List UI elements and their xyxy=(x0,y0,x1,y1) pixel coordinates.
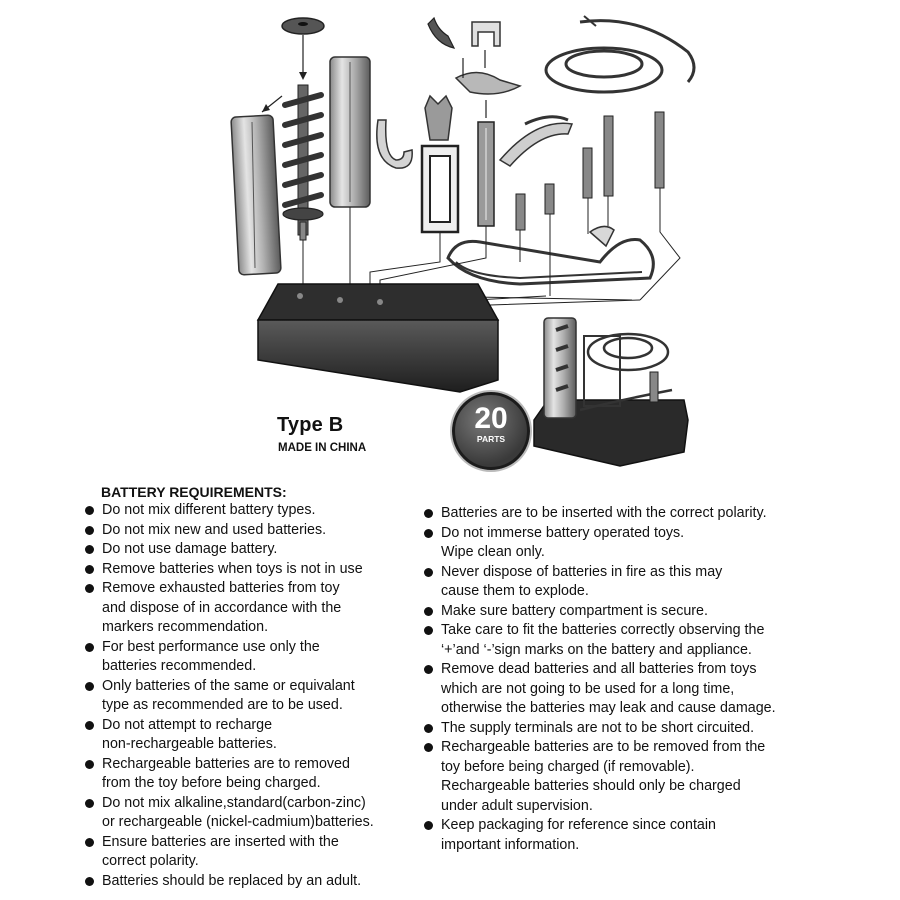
list-item: Remove exhausted batteries from toy and … xyxy=(83,579,418,638)
list-item: Only batteries of the same or equivalant… xyxy=(83,677,418,716)
parts-word: PARTS xyxy=(476,434,506,444)
requirements-list-right: Batteries are to be inserted with the co… xyxy=(422,504,827,855)
curved-track-icon xyxy=(498,115,574,167)
list-item: Do not attempt to recharge non-rechargea… xyxy=(83,716,418,755)
list-item: Batteries should be replaced by an adult… xyxy=(83,872,418,892)
post-part-icon xyxy=(477,100,495,227)
model-type-label: Type B xyxy=(277,414,344,436)
screw-lift-icon xyxy=(281,17,325,241)
spiral-track-icon xyxy=(544,15,696,94)
tube-part-icon xyxy=(329,56,371,208)
made-in-label: MADE IN CHINA xyxy=(278,442,367,454)
chute-part-icon xyxy=(427,16,522,95)
exploded-parts-diagram xyxy=(230,15,696,467)
list-item: Do not mix alkaline,standard(carbon-zinc… xyxy=(83,794,418,833)
list-item: Do not mix new and used batteries. xyxy=(83,521,418,541)
list-item: Take care to fit the batteries correctly… xyxy=(422,621,827,660)
list-item: Do not use damage battery. xyxy=(83,540,418,560)
requirements-list-left: Do not mix different battery types. Do n… xyxy=(83,501,418,891)
list-item: Rechargeable batteries are to removed fr… xyxy=(83,755,418,794)
list-item: Remove dead batteries and all batteries … xyxy=(422,660,827,719)
list-item: The supply terminals are not to be short… xyxy=(422,719,827,739)
list-item: Keep packaging for reference since conta… xyxy=(422,816,827,855)
list-item: Never dispose of batteries in fire as th… xyxy=(422,563,827,602)
list-item: Rechargeable batteries are to be removed… xyxy=(422,738,827,816)
tube-part-icon xyxy=(230,114,282,276)
list-item: Ensure batteries are inserted with the c… xyxy=(83,833,418,872)
parts-count: 20 xyxy=(474,402,508,435)
list-item: Make sure battery compartment is secure. xyxy=(422,602,827,622)
assembled-model-icon xyxy=(533,317,689,467)
list-item: Remove batteries when toys is not in use xyxy=(83,560,418,580)
hook-part-icon xyxy=(376,119,413,169)
parts-count-badge: 20 PARTS xyxy=(452,392,530,470)
list-item: Do not immerse battery operated toys. Wi… xyxy=(422,524,827,563)
bracket-part-icon xyxy=(424,94,453,141)
list-item: Batteries are to be inserted with the co… xyxy=(422,504,827,524)
frame-part-icon xyxy=(420,144,460,234)
base-unit-icon xyxy=(256,283,500,393)
battery-requirements-heading: BATTERY REQUIREMENTS: xyxy=(101,484,287,500)
list-item: For best performance use only the batter… xyxy=(83,638,418,677)
base-track-icon xyxy=(446,225,655,286)
list-item: Do not mix different battery types. xyxy=(83,501,418,521)
